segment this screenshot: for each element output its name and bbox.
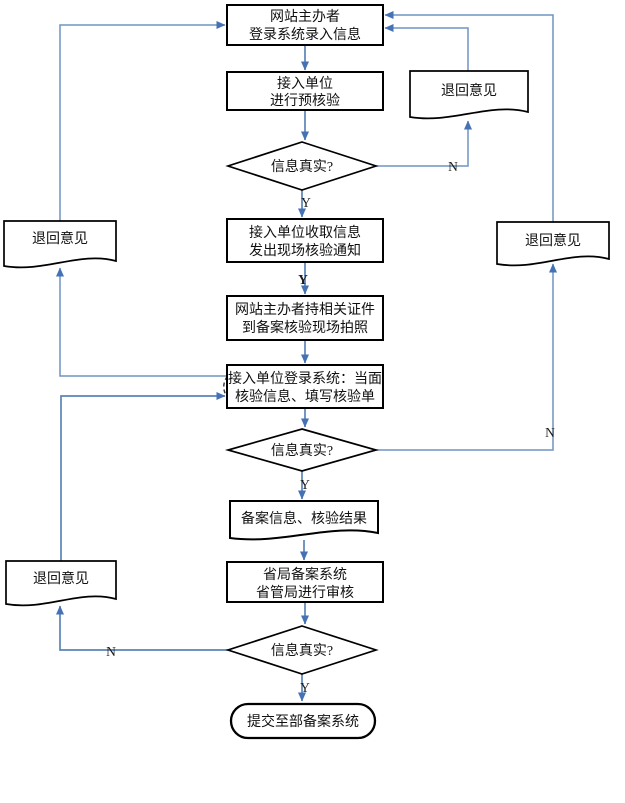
process-box-label: 发出现场核验通知 — [249, 242, 361, 259]
connector-docR2-b1 — [384, 11, 554, 222]
process-box-label: 进行预核验 — [270, 93, 340, 109]
document-label: 退回意见 — [32, 230, 88, 247]
branch-label-yes: Y — [300, 680, 310, 695]
decision-label: 信息真实? — [271, 642, 333, 659]
terminator-label: 提交至部备案系统 — [247, 713, 359, 730]
document-label: 退回意见 — [525, 232, 581, 249]
branch-label-no: N — [545, 425, 555, 440]
process-box-provincial-bureau-review — [226, 561, 384, 603]
branch-label-yes: Y — [301, 195, 311, 210]
process-box-label: 接入单位 — [277, 75, 333, 92]
document-label: 备案信息、核验结果 — [241, 510, 367, 527]
decision-diamond-info-true-1 — [225, 141, 379, 191]
process-box-owner-onsite-photo — [226, 295, 384, 341]
connector-b5-docL1 — [56, 267, 227, 377]
process-box-label: 网站主办者 — [270, 9, 340, 25]
connector-d2-docR2-no — [376, 263, 557, 451]
process-box-label: 核验信息、填写核验单 — [235, 388, 375, 405]
branch-label-yes: Y — [298, 272, 308, 287]
process-box-website-owner-login — [226, 4, 384, 46]
process-box-label: 省管局进行审核 — [256, 585, 354, 601]
connector-docR1-b1 — [384, 24, 469, 71]
process-box-label: 到备案核验现场拍照 — [242, 319, 368, 336]
branch-label-yes: Y — [300, 477, 310, 492]
process-box-access-unit-verify-form — [226, 364, 384, 409]
document-return-opinion-right-bottom — [496, 221, 610, 267]
connector-docL1-b1 — [59, 21, 226, 221]
decision-diamond-info-true-2 — [224, 428, 380, 472]
document-return-opinion-left-bottom — [5, 560, 117, 607]
process-box-label: 省局备案系统 — [263, 566, 347, 583]
document-label: 退回意见 — [441, 82, 497, 99]
decision-label: 信息真实? — [271, 442, 333, 459]
branch-label-no: N — [448, 159, 458, 174]
document-label: 退回意见 — [33, 570, 89, 587]
document-filing-info-results — [229, 500, 379, 541]
decision-diamond-info-true-3 — [225, 625, 379, 675]
process-box-access-unit-receive-info — [226, 218, 384, 263]
process-box-label: 接入单位收取信息 — [249, 224, 361, 241]
document-return-opinion-left-top — [3, 220, 117, 269]
process-box-access-unit-precheck — [226, 71, 384, 111]
branch-label-no: N — [106, 644, 116, 659]
process-box-label: 登录系统录入信息 — [249, 26, 361, 43]
process-box-label: 网站主办者持相关证件 — [235, 302, 375, 318]
connector-docL2-b5 — [60, 392, 226, 561]
connector-d3-docL2-no — [56, 605, 228, 651]
decision-label: 信息真实? — [271, 158, 333, 175]
terminator-submit-ministry-system — [229, 702, 377, 740]
connector-d1-docR1-no — [376, 120, 472, 167]
process-box-label: 接入单位登录系统：当面 — [228, 370, 382, 387]
document-return-opinion-right-top — [409, 70, 529, 120]
